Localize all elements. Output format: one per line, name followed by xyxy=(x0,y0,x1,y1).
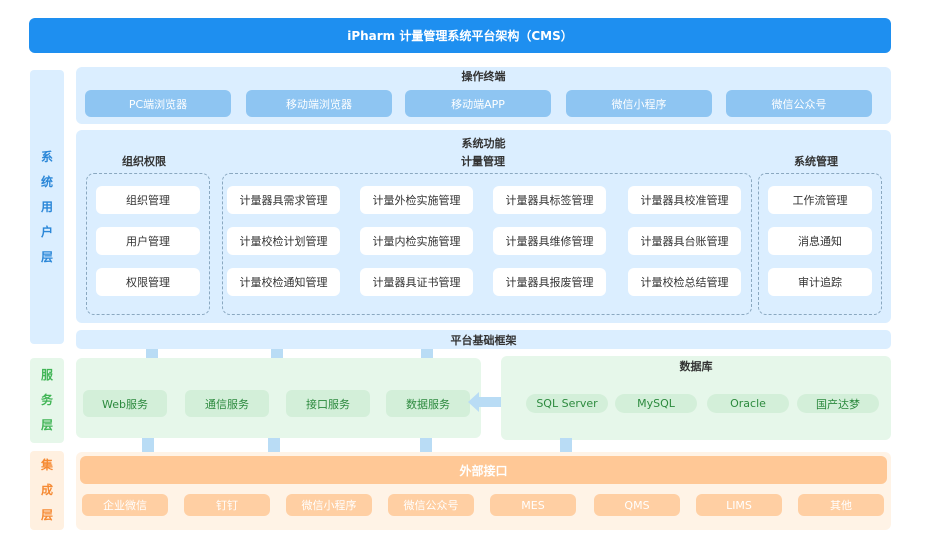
metering-group xyxy=(222,173,752,315)
external-interface-bar: 外部接口 xyxy=(80,456,887,484)
layer-user-label: 系统用户层 xyxy=(41,145,53,270)
org-card-user: 用户管理 xyxy=(96,227,200,255)
db-mysql: MySQL xyxy=(615,394,697,413)
layer-integration: 集成层 xyxy=(30,451,64,530)
services-panel: Web服务 通信服务 接口服务 数据服务 xyxy=(76,358,481,438)
arrow-connector xyxy=(420,438,432,456)
metering-card: 计量校检计划管理 xyxy=(227,227,340,255)
db-oracle: Oracle xyxy=(707,394,789,413)
service-communication: 通信服务 xyxy=(185,390,269,417)
terminal-official-account: 微信公众号 xyxy=(726,90,872,117)
layer-char: 层 xyxy=(40,418,53,432)
database-panel: 数据库 SQL Server MySQL Oracle 国产达梦 xyxy=(501,356,891,440)
org-label: 组织权限 xyxy=(122,154,166,168)
db-sqlserver: SQL Server xyxy=(526,394,608,413)
title-text: iPharm 计量管理系统平台架构（CMS） xyxy=(347,29,573,43)
system-card-notification: 消息通知 xyxy=(768,227,872,255)
layer-char: 服 xyxy=(40,368,53,382)
external-dingtalk: 钉钉 xyxy=(184,494,270,516)
external-mini-program: 微信小程序 xyxy=(286,494,372,516)
system-group xyxy=(758,173,882,315)
layer-char: 系 xyxy=(40,149,53,164)
functions-label: 系统功能 xyxy=(461,137,506,150)
external-official-account: 微信公众号 xyxy=(388,494,474,516)
layer-service: 服务层 xyxy=(30,358,64,443)
layer-char: 层 xyxy=(40,508,53,522)
platform-bar: 平台基础框架 xyxy=(76,330,891,349)
layer-user: 系统用户层 xyxy=(30,70,64,344)
terminal-mini-program: 微信小程序 xyxy=(566,90,712,117)
integration-panel: 外部接口 企业微信 钉钉 微信小程序 微信公众号 MES QMS LIMS 其他 xyxy=(76,452,891,530)
external-lims: LIMS xyxy=(696,494,782,516)
layer-char: 用 xyxy=(40,199,53,214)
arrow-connector xyxy=(142,438,154,456)
org-card-permission: 权限管理 xyxy=(96,268,200,296)
terminal-mobile-app: 移动端APP xyxy=(405,90,551,117)
metering-card: 计量器具校准管理 xyxy=(628,186,741,214)
arrow-connector xyxy=(268,438,280,456)
metering-card: 计量器具维修管理 xyxy=(493,227,606,255)
layer-char: 集 xyxy=(40,458,53,472)
metering-label: 计量管理 xyxy=(461,154,505,168)
metering-card: 计量校检通知管理 xyxy=(227,268,340,296)
system-card-audit: 审计追踪 xyxy=(768,268,872,296)
org-card-org: 组织管理 xyxy=(96,186,200,214)
metering-card: 计量器具标签管理 xyxy=(493,186,606,214)
terminal-mobile-browser: 移动端浏览器 xyxy=(246,90,392,117)
layer-integration-label: 集成层 xyxy=(41,453,53,528)
org-group xyxy=(86,173,210,315)
layer-char: 务 xyxy=(40,393,53,407)
terminals-panel: 操作终端 PC端浏览器 移动端浏览器 移动端APP 微信小程序 微信公众号 xyxy=(76,67,891,124)
metering-card: 计量器具报废管理 xyxy=(493,268,606,296)
external-other: 其他 xyxy=(798,494,884,516)
external-wecom: 企业微信 xyxy=(82,494,168,516)
database-label: 数据库 xyxy=(679,360,713,373)
layer-char: 户 xyxy=(40,224,53,239)
terminals-label: 操作终端 xyxy=(461,70,506,83)
layer-char: 层 xyxy=(40,249,53,264)
system-card-workflow: 工作流管理 xyxy=(768,186,872,214)
arrow-connector xyxy=(560,438,572,456)
system-label: 系统管理 xyxy=(794,154,838,168)
service-web: Web服务 xyxy=(83,390,167,417)
metering-card: 计量器具证书管理 xyxy=(360,268,473,296)
terminal-pc-browser: PC端浏览器 xyxy=(85,90,231,117)
external-qms: QMS xyxy=(594,494,680,516)
db-dameng: 国产达梦 xyxy=(797,394,879,413)
external-mes: MES xyxy=(490,494,576,516)
page-title: iPharm 计量管理系统平台架构（CMS） xyxy=(29,18,891,53)
service-interface: 接口服务 xyxy=(286,390,370,417)
metering-card: 计量内检实施管理 xyxy=(360,227,473,255)
metering-card: 计量器具需求管理 xyxy=(227,186,340,214)
metering-card: 计量器具台账管理 xyxy=(628,227,741,255)
layer-char: 成 xyxy=(40,483,53,497)
metering-card: 计量外检实施管理 xyxy=(360,186,473,214)
layer-char: 统 xyxy=(40,174,53,189)
layer-service-label: 服务层 xyxy=(41,363,53,438)
service-data: 数据服务 xyxy=(386,390,470,417)
functions-panel: 系统功能 组织权限 组织管理 用户管理 权限管理 计量管理 计量器具需求管理 计… xyxy=(76,130,891,323)
metering-card: 计量校检总结管理 xyxy=(628,268,741,296)
